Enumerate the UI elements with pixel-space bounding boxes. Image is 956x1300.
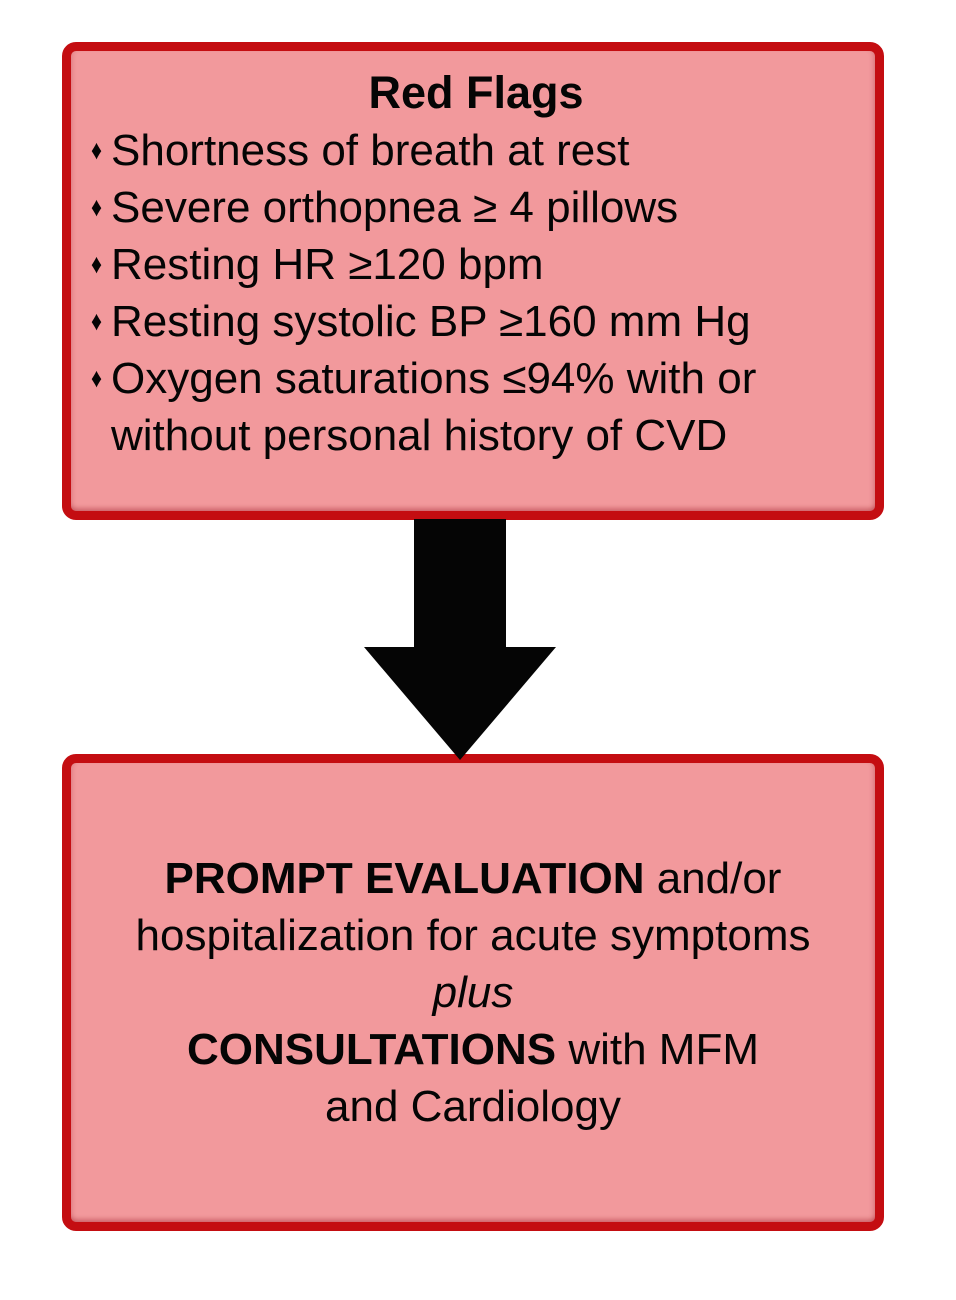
diamond-bullet-icon: ♦ bbox=[91, 192, 103, 222]
hospitalization-line: hospitalization for acute symptoms bbox=[135, 911, 811, 960]
red-flags-list: ♦ Shortness of breath at rest ♦ Severe o… bbox=[91, 122, 861, 464]
red-flag-item: ♦ Severe orthopnea ≥ 4 pillows bbox=[91, 179, 861, 236]
diamond-bullet-icon: ♦ bbox=[91, 135, 103, 165]
evaluation-line: PROMPT EVALUATION and/or bbox=[71, 850, 875, 907]
diamond-bullet-icon: ♦ bbox=[91, 249, 103, 279]
and-or-label: and/or bbox=[644, 854, 782, 903]
action-box: PROMPT EVALUATION and/or hospitalization… bbox=[62, 754, 884, 1231]
diamond-bullet-icon: ♦ bbox=[91, 306, 103, 336]
red-flag-item: ♦ Resting HR ≥120 bpm bbox=[91, 236, 861, 293]
down-arrow-icon bbox=[364, 519, 556, 760]
plus-label: plus bbox=[432, 968, 514, 1017]
red-flag-item: ♦ Oxygen saturations ≤94% with or withou… bbox=[91, 350, 861, 464]
diamond-bullet-icon: ♦ bbox=[91, 363, 103, 393]
red-flags-title: Red Flags bbox=[368, 67, 584, 118]
red-flag-text: Oxygen saturations ≤94% with or without … bbox=[111, 354, 757, 460]
red-flag-text: Resting HR ≥120 bpm bbox=[111, 240, 544, 289]
red-flag-text: Resting systolic BP ≥160 mm Hg bbox=[111, 297, 751, 346]
with-mfm-label: with MFM bbox=[556, 1025, 759, 1074]
cardiology-line: and Cardiology bbox=[325, 1082, 621, 1131]
action-text: PROMPT EVALUATION and/or hospitalization… bbox=[71, 850, 875, 1135]
prompt-evaluation-label: PROMPT EVALUATION bbox=[164, 854, 645, 903]
red-flag-text: Severe orthopnea ≥ 4 pillows bbox=[111, 183, 679, 232]
red-flag-text: Shortness of breath at rest bbox=[111, 126, 630, 175]
red-flag-item: ♦ Shortness of breath at rest bbox=[91, 122, 861, 179]
red-flags-box: Red Flags ♦ Shortness of breath at rest … bbox=[62, 42, 884, 520]
red-flag-item: ♦ Resting systolic BP ≥160 mm Hg bbox=[91, 293, 861, 350]
consultations-line: CONSULTATIONS with MFM bbox=[71, 1021, 875, 1078]
consultations-label: CONSULTATIONS bbox=[187, 1025, 557, 1074]
